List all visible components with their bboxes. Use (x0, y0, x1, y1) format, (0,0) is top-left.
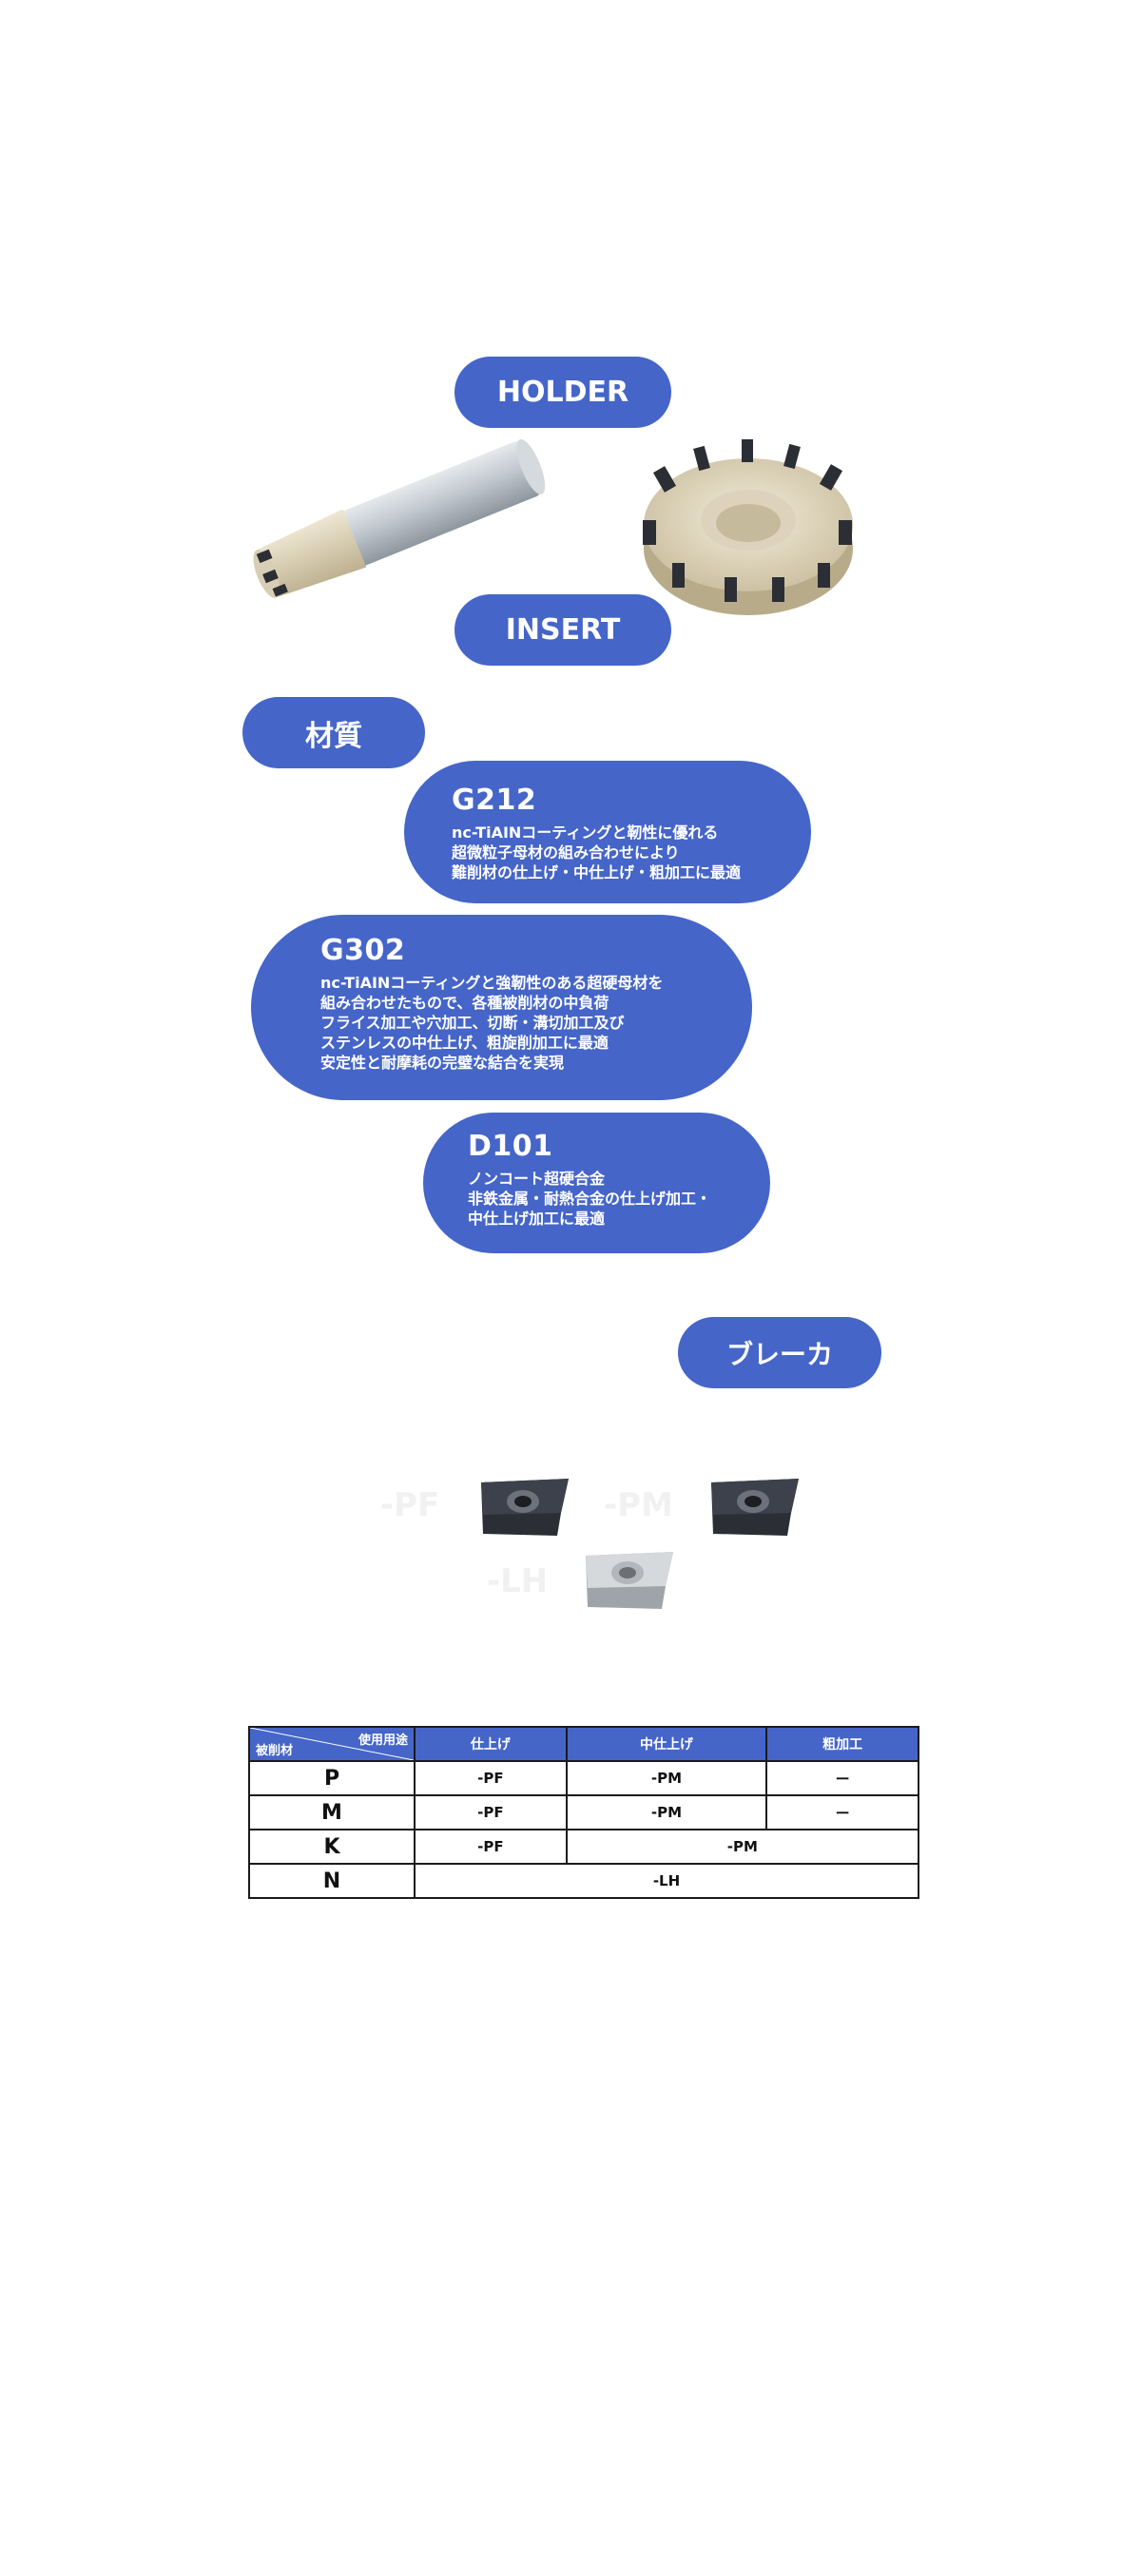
table-header: 仕上げ (414, 1726, 568, 1762)
table-cell: -PM (565, 1829, 920, 1865)
holder-label: HOLDER (454, 357, 671, 428)
table-cell: -PF (414, 1760, 568, 1796)
grade-name: D101 (468, 1130, 553, 1163)
breaker-lh-label: -LH (487, 1562, 549, 1600)
table-header: 中仕上げ (565, 1726, 768, 1762)
breaker-pf-label: -PF (380, 1486, 440, 1524)
corner-material-label: 被削材 (256, 1744, 294, 1758)
table-cell: -LH (414, 1863, 919, 1899)
end-mill-image (253, 439, 546, 598)
table-row: K -PF -PM (248, 1829, 920, 1865)
grade-desc-line: ノンコート超硬合金 (468, 1170, 606, 1188)
grade-desc-line: 超微粒子母材の組み合わせにより (452, 843, 680, 862)
table-cell: ー (765, 1794, 919, 1830)
grade-desc-line: 中仕上げ加工に最適 (468, 1210, 606, 1228)
grade-desc-line: 組み合わせたもので、各種被削材の中負荷 (320, 994, 609, 1012)
breaker-pm-label: -PM (604, 1486, 673, 1524)
table-cell: ー (765, 1760, 919, 1796)
grade-desc-line: nc-TiAINコーティングと強靭性のある超硬母材を (320, 974, 664, 992)
grade-desc-line: 非鉄金属・耐熱合金の仕上げ加工・ (468, 1190, 712, 1208)
material-cell: P (248, 1760, 416, 1796)
table-row: N -LH (248, 1863, 919, 1899)
insert-lh-image (586, 1552, 673, 1609)
table-cell: -PM (565, 1794, 768, 1830)
insert-label: INSERT (454, 594, 671, 666)
material-cell: M (248, 1794, 416, 1830)
grade-desc-line: 安定性と耐摩耗の完璧な結合を実現 (320, 1054, 565, 1072)
table-header: 粗加工 (765, 1726, 919, 1762)
grade-desc-line: 難削材の仕上げ・中仕上げ・粗加工に最適 (452, 863, 742, 881)
grade-g212-card: G212 nc-TiAINコーティングと靭性に優れる 超微粒子母材の組み合わせに… (404, 761, 811, 903)
material-label: 材質 (242, 697, 425, 768)
insert-pm-image (711, 1479, 799, 1536)
breaker-label: ブレーカ (678, 1317, 881, 1388)
material-cell: N (248, 1863, 416, 1899)
material-cell: K (248, 1829, 416, 1865)
table-row: M -PF -PM ー (248, 1794, 919, 1830)
grade-d101-card: D101 ノンコート超硬合金 非鉄金属・耐熱合金の仕上げ加工・ 中仕上げ加工に最… (423, 1113, 770, 1253)
table-header-row: 使用用途 被削材 仕上げ 中仕上げ 粗加工 (248, 1726, 919, 1762)
table-cell: -PF (414, 1794, 568, 1830)
grade-desc-line: ステンレスの中仕上げ、粗旋削加工に最適 (320, 1034, 609, 1052)
face-mill-image (643, 439, 853, 615)
breaker-application-table: 使用用途 被削材 仕上げ 中仕上げ 粗加工 P -PF -PM ー M -PF … (248, 1726, 920, 1899)
grade-g302-card: G302 nc-TiAINコーティングと強靭性のある超硬母材を 組み合わせたもの… (251, 915, 752, 1100)
grade-desc-line: フライス加工や穴加工、切断・溝切加工及び (320, 1014, 625, 1032)
table-cell: -PF (414, 1829, 568, 1865)
table-row: P -PF -PM ー (248, 1760, 919, 1796)
grade-name: G212 (452, 784, 537, 817)
grade-name: G302 (320, 934, 406, 967)
table-corner-cell: 使用用途 被削材 (248, 1726, 416, 1762)
insert-pf-image (481, 1479, 569, 1536)
corner-usage-label: 使用用途 (358, 1733, 408, 1748)
grade-desc-line: nc-TiAINコーティングと靭性に優れる (452, 823, 719, 842)
table-cell: -PM (565, 1760, 768, 1796)
